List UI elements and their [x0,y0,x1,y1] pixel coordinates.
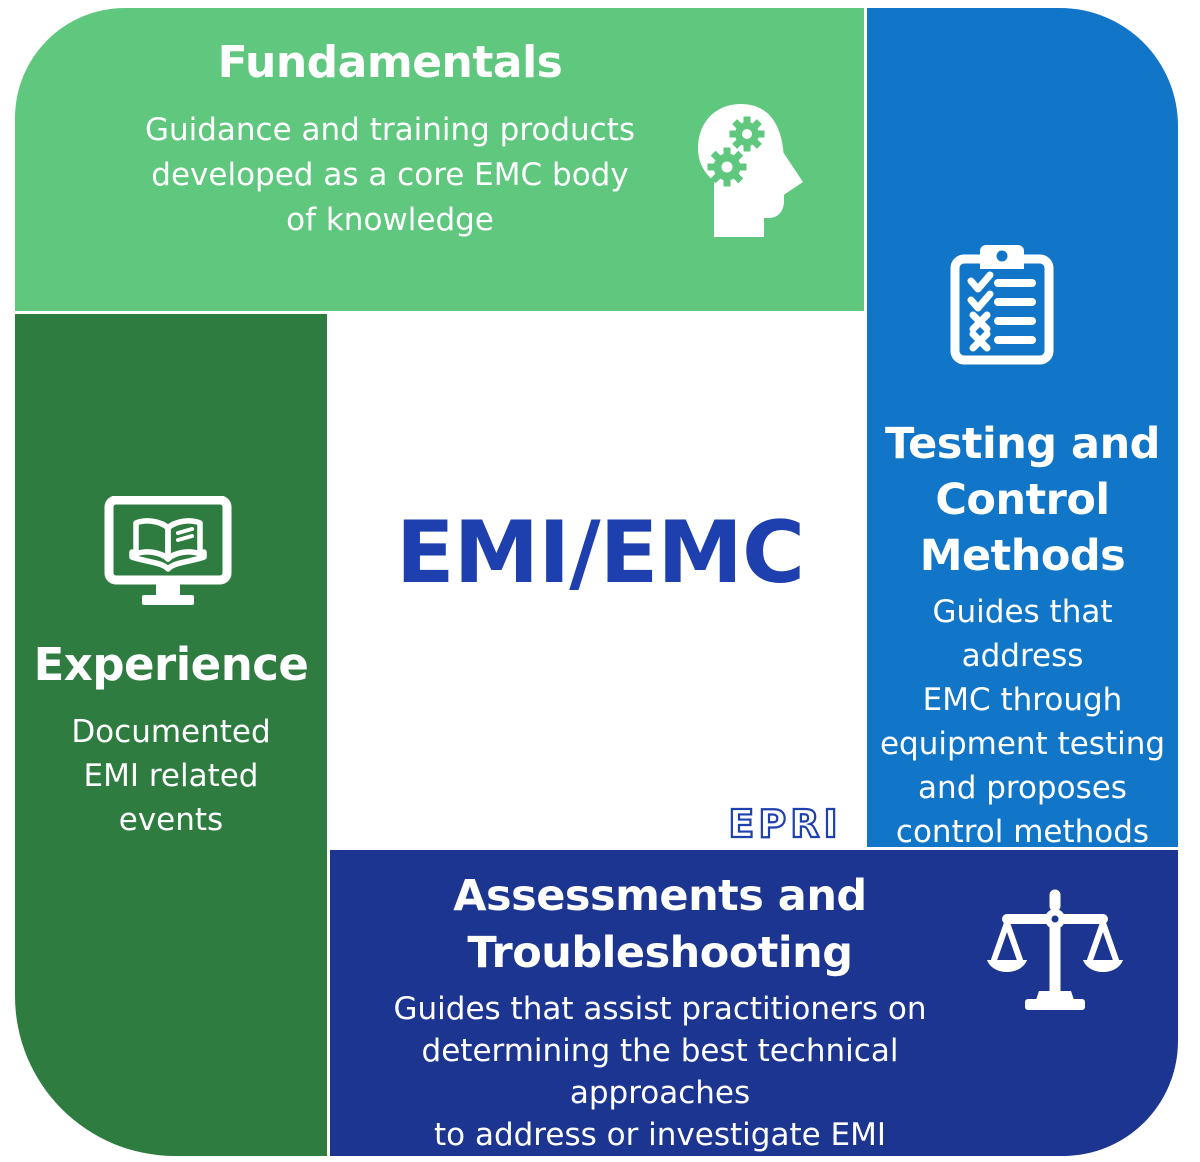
experience-title: Experience [33,638,309,691]
balance-scales-icon [987,889,1123,1010]
testing-description: Guides that address EMC through equipmen… [879,594,1166,850]
gear-icon [707,147,747,187]
experience-description: Documented EMI related events [71,714,271,838]
fundamentals-description: Guidance and training products developed… [144,112,636,238]
head-gears-icon [698,104,803,237]
open-book-icon [129,518,207,572]
clipboard-checklist-icon [950,245,1054,365]
panel-assessments: Assessments and Troubleshooting Guides t… [330,850,1178,1156]
fundamentals-title: Fundamentals [217,37,563,88]
center-title-emi-emc: EMI/EMC [395,503,805,603]
panel-experience: Experience Documented EMI related events [15,314,327,1156]
epri-logo-text: EPRI [728,804,841,846]
panel-fundamentals: Fundamentals Guidance and training produ… [15,8,864,311]
gear-icon [729,116,765,152]
assessments-title: Assessments and Troubleshooting [453,871,867,978]
assessments-description: Guides that assist practitioners on dete… [393,991,927,1153]
monitor-open-book-icon [104,496,232,605]
epri-logo: EPRI [727,804,841,846]
panel-testing-control: Testing and Control Methods Guides that … [867,8,1178,850]
testing-title: Testing and Control Methods [885,419,1160,581]
